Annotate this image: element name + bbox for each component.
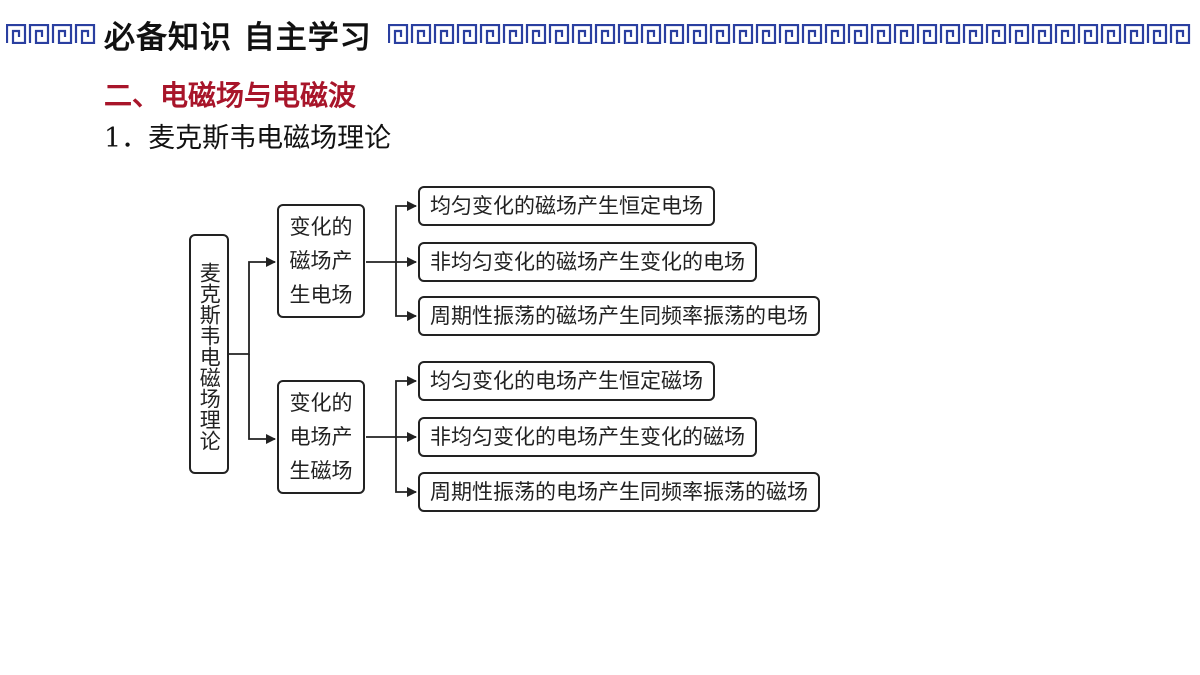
root-node: 麦克斯韦电磁场理论 bbox=[189, 234, 229, 474]
branch-node-electric: 变化的电场产生磁场 bbox=[277, 380, 365, 494]
header-title: 必备知识 自主学习 bbox=[104, 20, 372, 56]
leaf-node: 周期性振荡的磁场产生同频率振荡的电场 bbox=[418, 296, 820, 336]
section-subtitle: 1．麦克斯韦电磁场理论 bbox=[104, 123, 392, 154]
leaf-node: 周期性振荡的电场产生同频率振荡的磁场 bbox=[418, 472, 820, 512]
branch-node-magnetic: 变化的磁场产生电场 bbox=[277, 204, 365, 318]
section-title: 二、电磁场与电磁波 bbox=[104, 79, 357, 112]
leaf-node: 均匀变化的磁场产生恒定电场 bbox=[418, 186, 715, 226]
leaf-node: 非均匀变化的磁场产生变化的电场 bbox=[418, 242, 757, 282]
leaf-node: 均匀变化的电场产生恒定磁场 bbox=[418, 361, 715, 401]
leaf-node: 非均匀变化的电场产生变化的磁场 bbox=[418, 417, 757, 457]
